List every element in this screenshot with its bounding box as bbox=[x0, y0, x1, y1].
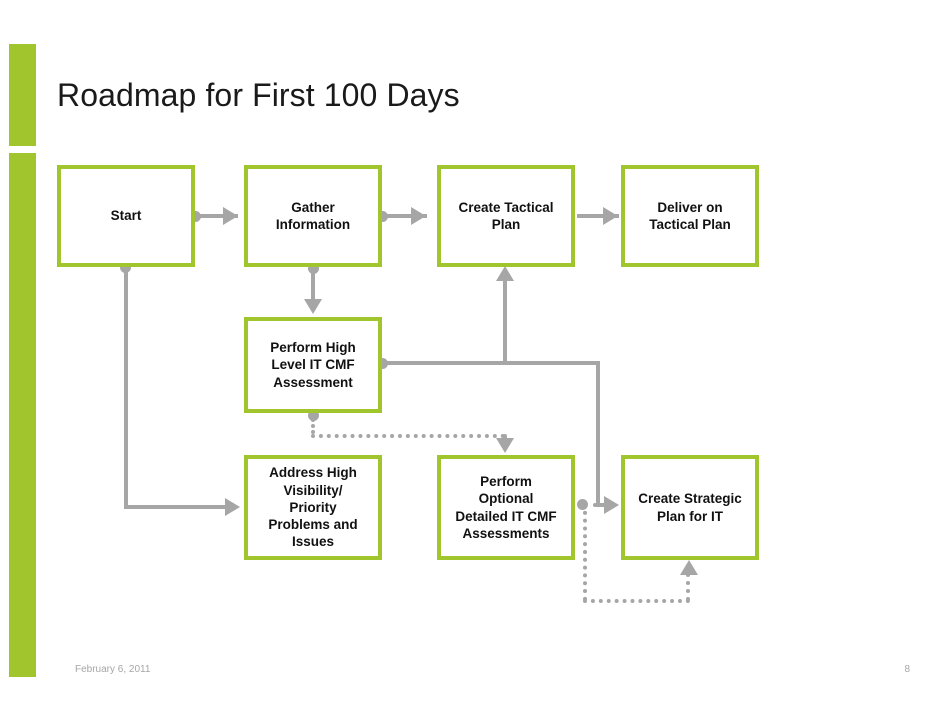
node-create-tactical-plan-label: Create Tactical Plan bbox=[458, 199, 554, 232]
node-address-high-visibility[interactable]: Address High Visibility/ Priority Proble… bbox=[244, 455, 382, 560]
arrow-cmf-to-tactical bbox=[496, 266, 514, 281]
connector-start-down bbox=[124, 268, 128, 509]
connector-optional-down bbox=[583, 503, 587, 601]
node-create-strategic-plan-label: Create Strategic Plan for IT bbox=[638, 491, 742, 524]
connector-dot-cmf-right bbox=[377, 358, 388, 369]
connector-optional-stub bbox=[583, 503, 597, 507]
arrow-gather-to-tactical bbox=[411, 207, 426, 225]
connector-dot-gather-right bbox=[377, 211, 388, 222]
connector-cmf-down-to-strategic bbox=[596, 361, 600, 505]
connector-cmf-to-optional bbox=[311, 434, 505, 438]
node-deliver-tactical-plan[interactable]: Deliver on Tactical Plan bbox=[621, 165, 759, 267]
node-start-label: Start bbox=[110, 208, 142, 224]
connector-optional-up-to-strategic bbox=[686, 573, 690, 601]
footer-page-number: 8 bbox=[904, 664, 910, 675]
accent-bar-top bbox=[9, 44, 36, 146]
connector-gather-to-cmf bbox=[311, 269, 315, 303]
connector-dot-start-bottom bbox=[120, 262, 131, 273]
connector-gather-to-tactical bbox=[383, 214, 427, 218]
connector-dot-cmf-bottom bbox=[308, 410, 319, 421]
node-address-high-visibility-label: Address High Visibility/ Priority Proble… bbox=[268, 465, 358, 550]
arrow-optional-to-strategic bbox=[680, 560, 698, 575]
arrow-gather-to-cmf bbox=[304, 299, 322, 314]
node-perform-optional-cmf[interactable]: Perform Optional Detailed IT CMF Assessm… bbox=[437, 455, 575, 560]
connector-dot-optional-right bbox=[577, 499, 588, 510]
arrow-cmf-to-optional bbox=[496, 438, 514, 453]
connector-dot-start-right bbox=[190, 211, 201, 222]
connector-cmf-trunk bbox=[383, 361, 600, 365]
connector-optional-to-strategic bbox=[583, 599, 690, 603]
node-start[interactable]: Start bbox=[57, 165, 195, 267]
node-gather-information-label: Gather Information bbox=[275, 199, 351, 232]
node-deliver-tactical-plan-label: Deliver on Tactical Plan bbox=[649, 199, 731, 232]
arrow-tactical-to-deliver bbox=[603, 207, 618, 225]
connector-start-to-gather bbox=[196, 214, 238, 218]
accent-bar-bottom bbox=[9, 153, 36, 677]
arrow-cmf-to-strategic bbox=[604, 496, 619, 514]
connector-tactical-to-deliver bbox=[577, 214, 619, 218]
node-gather-information[interactable]: Gather Information bbox=[244, 165, 382, 267]
node-create-strategic-plan[interactable]: Create Strategic Plan for IT bbox=[621, 455, 759, 560]
arrow-start-to-address bbox=[225, 498, 240, 516]
connector-cmf-to-tactical bbox=[503, 281, 507, 363]
node-perform-high-level-cmf-label: Perform High Level IT CMF Assessment bbox=[270, 340, 356, 390]
footer-date: February 6, 2011 bbox=[75, 664, 151, 675]
connector-cmf-optional-stub bbox=[311, 418, 315, 434]
page-title: Roadmap for First 100 Days bbox=[57, 77, 460, 113]
node-perform-optional-cmf-label: Perform Optional Detailed IT CMF Assessm… bbox=[455, 473, 557, 541]
connector-start-to-address bbox=[124, 505, 234, 509]
connector-dot-gather-bottom bbox=[308, 263, 319, 274]
arrow-start-to-gather bbox=[223, 207, 238, 225]
node-create-tactical-plan[interactable]: Create Tactical Plan bbox=[437, 165, 575, 267]
node-perform-high-level-cmf[interactable]: Perform High Level IT CMF Assessment bbox=[244, 317, 382, 413]
